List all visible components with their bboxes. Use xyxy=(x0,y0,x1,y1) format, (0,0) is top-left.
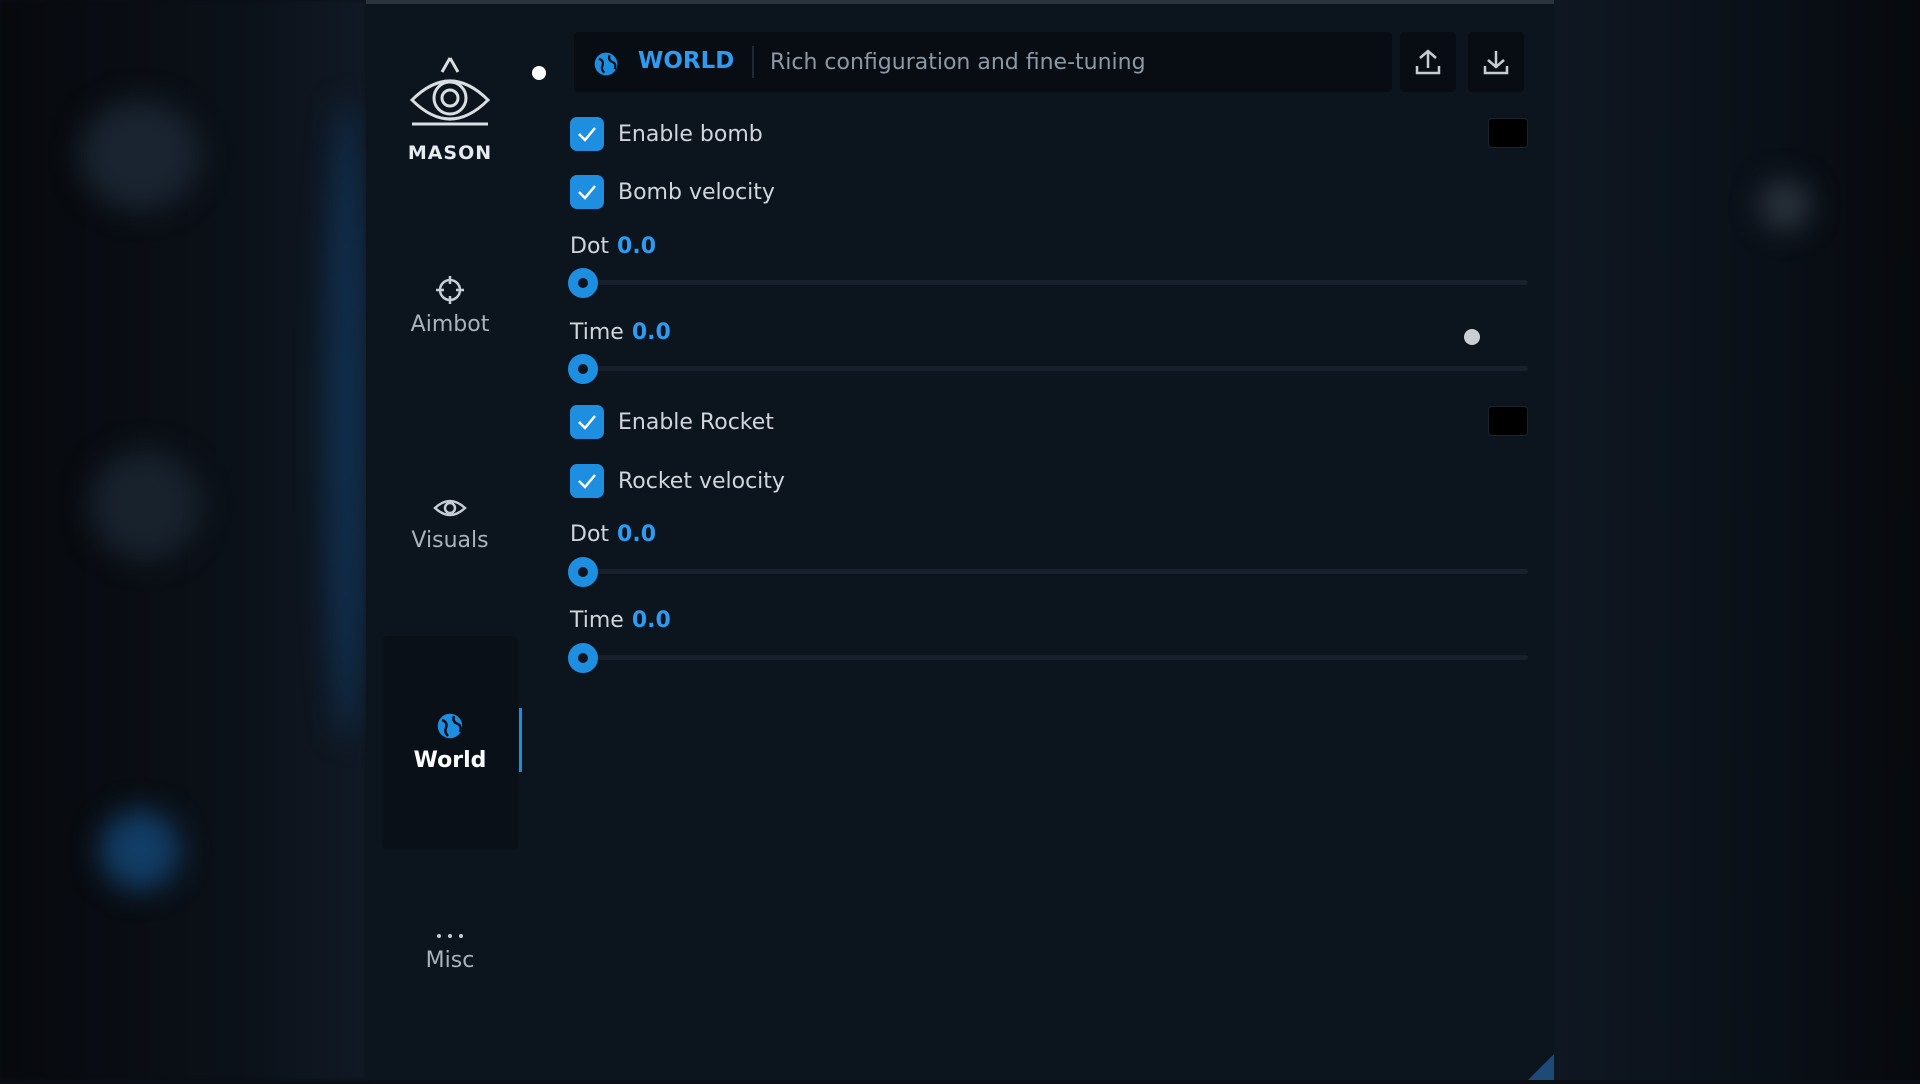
bomb-time-slider[interactable] xyxy=(568,354,1528,384)
status-dot xyxy=(532,66,546,80)
sidebar-item-label: Aimbot xyxy=(410,312,490,337)
rocket-dot-slider[interactable] xyxy=(568,557,1528,587)
checkbox-box[interactable] xyxy=(570,464,604,498)
sidebar-item-aimbot[interactable]: Aimbot xyxy=(382,274,518,354)
main-panel: MASON Aimbot Visuals xyxy=(366,0,1554,1080)
eye-pyramid-icon xyxy=(409,57,491,126)
page-header: WORLD Rich configuration and fine-tuning xyxy=(574,32,1392,92)
slider-name: Time xyxy=(570,320,624,345)
slider-name: Time xyxy=(570,608,624,633)
slider-thumb[interactable] xyxy=(568,557,598,587)
slider-name: Dot xyxy=(570,522,610,547)
sidebar-item-misc[interactable]: Misc xyxy=(382,930,518,1010)
rocket-time-slider[interactable] xyxy=(568,643,1528,673)
enable-rocket-label: Enable Rocket xyxy=(618,409,774,435)
cursor-dot xyxy=(1464,329,1480,345)
checkbox-box[interactable] xyxy=(570,117,604,151)
check-icon xyxy=(578,415,596,430)
rocket-time-label: Time 0.0 xyxy=(570,608,671,633)
import-config-button[interactable] xyxy=(1468,32,1524,92)
active-indicator xyxy=(519,708,522,772)
background-blur xyxy=(90,450,200,560)
sidebar-item-visuals[interactable]: Visuals xyxy=(382,494,518,574)
enable-bomb-label: Enable bomb xyxy=(618,121,763,147)
bomb-dot-label: Dot 0.0 xyxy=(570,234,656,259)
checkbox-box[interactable] xyxy=(570,405,604,439)
background-blur xyxy=(1760,180,1810,230)
check-icon xyxy=(578,127,596,142)
download-icon xyxy=(1483,51,1509,75)
slider-thumb[interactable] xyxy=(568,354,598,384)
sidebar-item-label: World xyxy=(413,748,487,773)
bomb-time-label: Time 0.0 xyxy=(570,320,671,345)
slider-thumb[interactable] xyxy=(568,643,598,673)
rocket-color-picker[interactable] xyxy=(1488,406,1528,436)
check-icon xyxy=(578,474,596,489)
bomb-dot-slider[interactable] xyxy=(568,268,1528,298)
export-config-button[interactable] xyxy=(1400,32,1456,92)
content-area: WORLD Rich configuration and fine-tuning… xyxy=(568,4,1534,1084)
ellipsis-icon xyxy=(437,934,463,938)
resize-corner[interactable] xyxy=(1528,1054,1554,1080)
background-right xyxy=(1554,0,1920,1080)
sidebar-item-world[interactable]: World xyxy=(382,636,522,850)
rocket-velocity-checkbox[interactable]: Rocket velocity xyxy=(570,463,785,499)
brand-logo: MASON xyxy=(406,54,494,164)
slider-name: Dot xyxy=(570,234,610,259)
globe-icon xyxy=(594,52,618,76)
enable-rocket-checkbox[interactable]: Enable Rocket xyxy=(570,404,774,440)
page-subtitle: Rich configuration and fine-tuning xyxy=(770,50,1146,75)
page-title: WORLD xyxy=(638,48,735,74)
crosshair-icon xyxy=(436,276,464,304)
rocket-dot-label: Dot 0.0 xyxy=(570,522,656,547)
sidebar-item-label: Misc xyxy=(425,948,475,973)
sidebar-item-label: Visuals xyxy=(411,528,489,553)
slider-value: 0.0 xyxy=(631,320,671,345)
checkbox-box[interactable] xyxy=(570,175,604,209)
check-icon xyxy=(578,185,596,200)
background-blur xyxy=(326,100,366,740)
rocket-velocity-label: Rocket velocity xyxy=(618,468,785,494)
eye-icon xyxy=(433,499,467,517)
slider-value: 0.0 xyxy=(617,234,657,259)
bomb-velocity-label: Bomb velocity xyxy=(618,179,775,205)
slider-thumb[interactable] xyxy=(568,268,598,298)
upload-icon xyxy=(1415,49,1441,75)
bomb-color-picker[interactable] xyxy=(1488,118,1528,148)
brand-name: MASON xyxy=(407,142,493,164)
globe-icon xyxy=(436,712,464,740)
slider-value: 0.0 xyxy=(617,522,657,547)
header-divider xyxy=(752,46,754,78)
slider-value: 0.0 xyxy=(631,608,671,633)
bomb-velocity-checkbox[interactable]: Bomb velocity xyxy=(570,174,775,210)
background-blur xyxy=(100,810,180,890)
sidebar: MASON Aimbot Visuals xyxy=(366,4,546,1084)
enable-bomb-checkbox[interactable]: Enable bomb xyxy=(570,116,763,152)
background-blur xyxy=(80,100,200,210)
